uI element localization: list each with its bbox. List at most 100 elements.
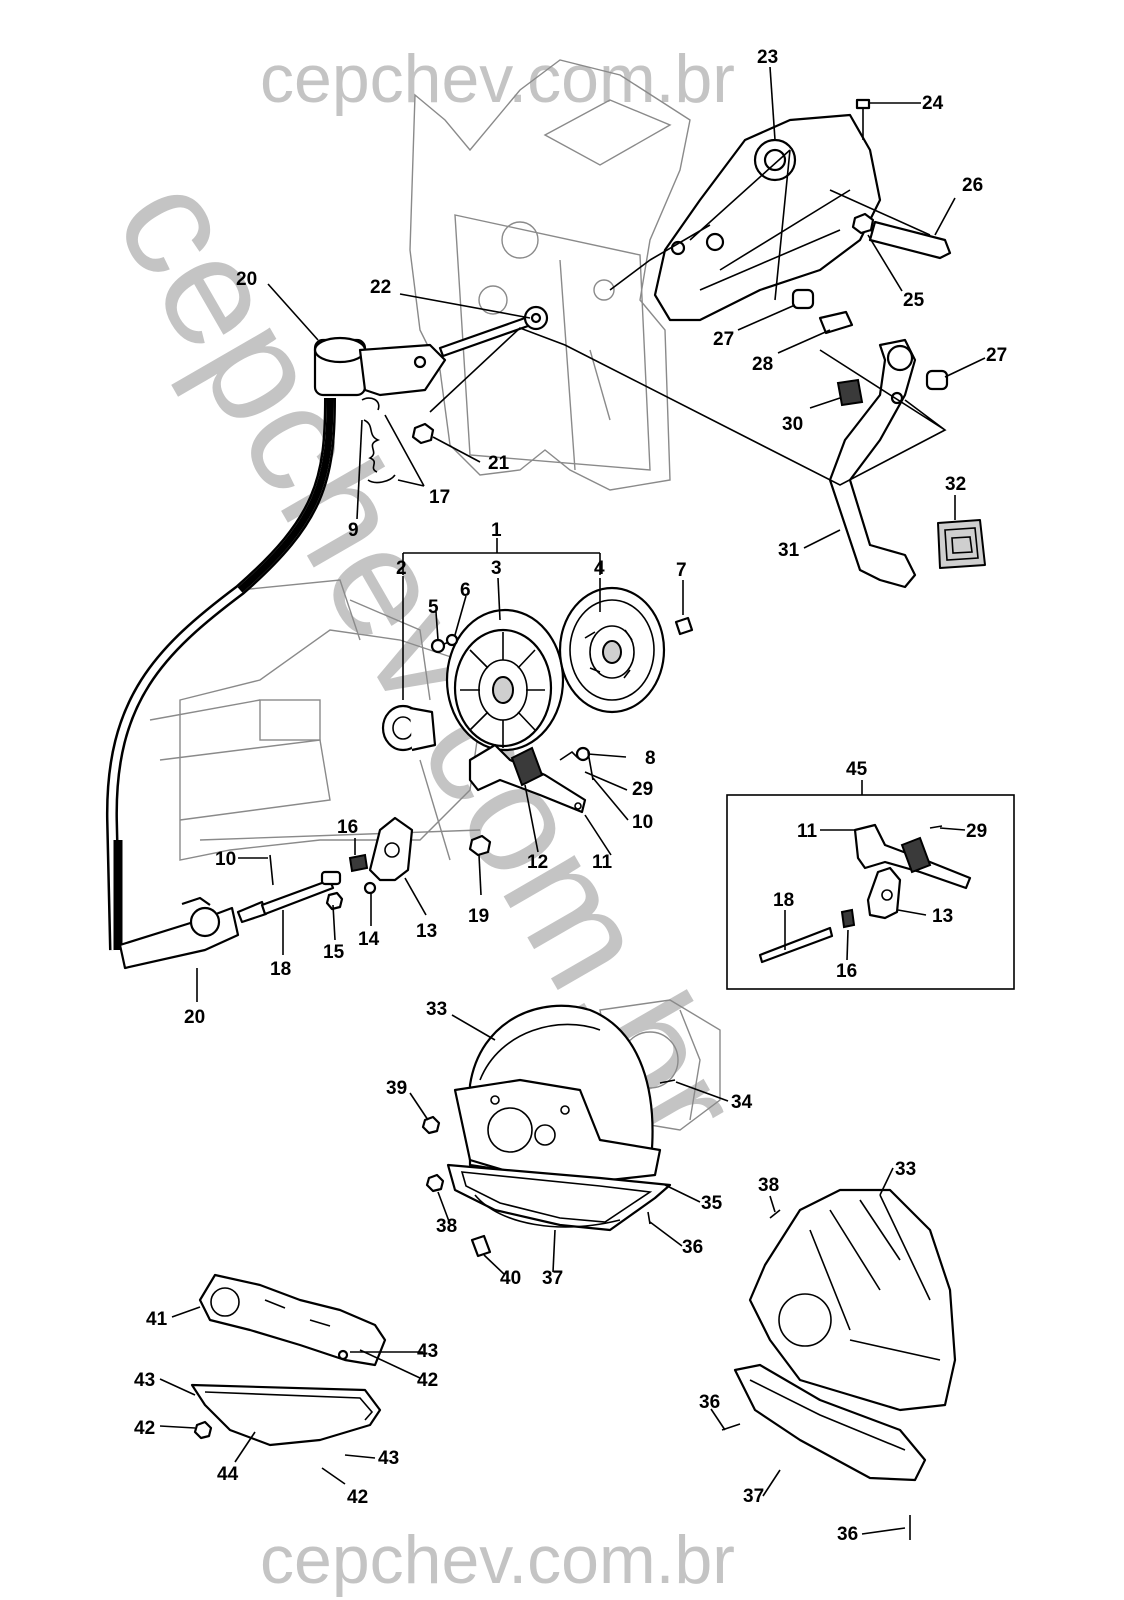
callout-29: 29 <box>632 779 653 800</box>
pushrod-boot <box>348 853 369 873</box>
callout-37-housing: 37 <box>743 1486 764 1507</box>
pedal-bolt <box>868 220 952 260</box>
cover-stud <box>659 1079 676 1084</box>
pedal-pad-rubber <box>937 519 986 569</box>
fork-clip <box>559 750 579 761</box>
callout-26: 26 <box>962 175 983 196</box>
callout-31: 31 <box>778 540 800 561</box>
pedal-stop-pad <box>836 378 864 407</box>
bracket-bolt <box>325 891 344 911</box>
callout-15: 15 <box>323 942 345 963</box>
fork-bolt-pin <box>269 854 274 886</box>
alternate-fork-kit-inset <box>726 794 1015 990</box>
callout-16: 16 <box>337 817 358 838</box>
callout-13-inset: 13 <box>932 906 953 927</box>
cover-screw-small <box>647 1211 651 1225</box>
callout-29-inset: 29 <box>966 821 987 842</box>
callout-19: 19 <box>468 906 489 927</box>
housing-screw-top <box>769 1209 781 1219</box>
watermark-bottom: cepchev.com.br <box>260 1522 735 1598</box>
clutch-disc <box>558 586 666 714</box>
pivot-bushing-right <box>925 369 949 391</box>
callout-38-cover: 38 <box>436 1216 457 1237</box>
inspection-cover-plate <box>198 1273 387 1367</box>
callout-8: 8 <box>645 748 656 769</box>
callout-10-pin: 10 <box>215 849 236 870</box>
callout-40: 40 <box>500 1268 521 1289</box>
callout-24: 24 <box>922 93 944 114</box>
fork-bracket-plate <box>368 816 414 882</box>
callout-27-left: 27 <box>713 329 734 350</box>
callout-labels: 1 2 3 4 5 6 7 8 9 10 10 11 11 12 13 13 1… <box>134 47 1007 1545</box>
callout-43-bottom: 43 <box>378 1448 399 1469</box>
callout-39: 39 <box>386 1078 407 1099</box>
callout-21: 21 <box>488 453 510 474</box>
cover-bolt-lower <box>425 1173 445 1193</box>
callout-20-bottom: 20 <box>184 1007 205 1028</box>
callout-45: 45 <box>846 759 868 780</box>
callout-36-left: 36 <box>699 1392 720 1413</box>
callout-25: 25 <box>903 290 925 311</box>
callout-4: 4 <box>594 558 605 579</box>
pivot-bushing-left <box>791 288 815 310</box>
callout-27-right: 27 <box>986 345 1007 366</box>
pedal-return-spring <box>361 397 396 484</box>
clutch-master-cylinder <box>313 336 447 397</box>
adapter-plate <box>453 1078 662 1182</box>
callout-42-right: 42 <box>417 1370 438 1391</box>
housing-nut <box>468 834 492 857</box>
callout-1: 1 <box>491 520 502 541</box>
clutch-release-fork <box>468 743 587 814</box>
callout-34: 34 <box>731 1092 753 1113</box>
callout-2: 2 <box>396 558 407 579</box>
callout-32: 32 <box>945 474 966 495</box>
callout-9: 9 <box>348 520 359 541</box>
cover-gasket <box>446 1163 672 1232</box>
transmission-background <box>149 579 481 861</box>
clutch-slave-cylinder <box>118 896 268 970</box>
clutch-pushrod <box>438 305 549 358</box>
pivot-sleeve <box>818 310 854 335</box>
leader-lines <box>159 66 986 1535</box>
callout-35: 35 <box>701 1193 723 1214</box>
callout-42-left: 42 <box>134 1418 155 1439</box>
callout-42-bottom: 42 <box>347 1487 368 1508</box>
callout-36-cover: 36 <box>682 1237 703 1258</box>
callout-3: 3 <box>491 558 502 579</box>
callout-16-inset: 16 <box>836 961 857 982</box>
flywheel-lower-cover <box>474 1194 621 1228</box>
pilot-bushing <box>674 616 694 636</box>
callout-5: 5 <box>428 597 439 618</box>
dowel-pin <box>470 1234 492 1258</box>
release-bearing <box>381 704 437 752</box>
callout-43-right: 43 <box>417 1341 438 1362</box>
firewall-background <box>409 59 691 491</box>
callout-14: 14 <box>358 929 380 950</box>
lock-washer <box>445 633 459 647</box>
cover-bolt-upper <box>421 1115 441 1135</box>
callout-12: 12 <box>527 852 548 873</box>
bracket-washer <box>363 881 377 895</box>
bell-housing-cover-plate <box>733 1363 927 1482</box>
master-cylinder-nut <box>411 422 435 445</box>
callout-7: 7 <box>676 560 687 581</box>
clutch-hydraulic-hose <box>105 397 336 951</box>
bracket-screw <box>855 98 871 140</box>
callout-30: 30 <box>782 414 803 435</box>
clutch-pedal-arm <box>828 338 917 589</box>
callout-11: 11 <box>592 852 613 873</box>
callout-23: 23 <box>757 47 778 68</box>
callout-38-housing: 38 <box>758 1175 779 1196</box>
callout-6: 6 <box>460 580 471 601</box>
dust-cover-pan <box>190 1383 382 1447</box>
callout-33-housing: 33 <box>895 1159 916 1180</box>
callout-17: 17 <box>429 487 450 508</box>
pivot-nut <box>851 212 875 235</box>
slave-pushrod <box>260 870 342 916</box>
callout-13: 13 <box>416 921 437 942</box>
callout-20-top: 20 <box>236 269 257 290</box>
callout-43-left: 43 <box>134 1370 155 1391</box>
callout-18-inset: 18 <box>773 890 794 911</box>
callout-10-fork: 10 <box>632 812 653 833</box>
